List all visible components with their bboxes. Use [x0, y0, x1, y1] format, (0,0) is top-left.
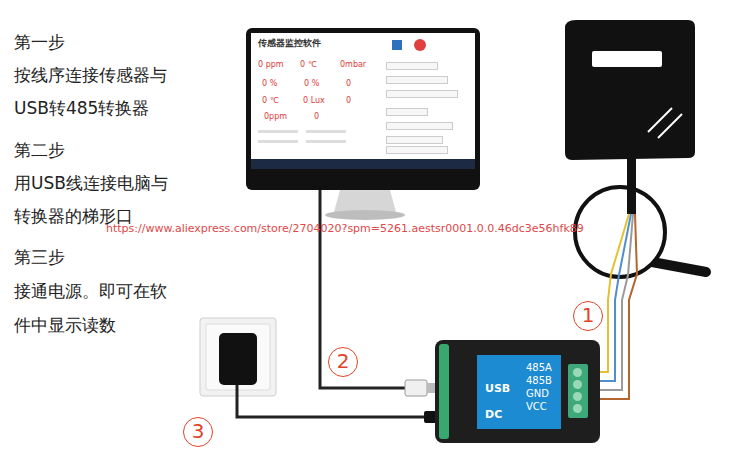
step-heading: 第二步	[14, 134, 186, 167]
power-adapter	[219, 333, 257, 385]
screw-terminal	[573, 368, 582, 377]
option-row	[306, 130, 346, 133]
step-text: 按线序连接传感器与 USB转485转换器	[14, 59, 186, 125]
app-button	[392, 40, 402, 50]
socket-plate	[206, 324, 270, 390]
form-field	[386, 62, 438, 70]
sensor-reading: 0 ℃	[262, 96, 279, 106]
option-row	[258, 130, 298, 133]
pin-label: 485A	[526, 362, 552, 374]
step-heading: 第三步	[14, 241, 186, 274]
sensor-reading: 0ppm	[264, 112, 287, 122]
screw-terminal	[573, 392, 582, 401]
sensor-reading: 0 Lux	[303, 96, 325, 106]
monitor-neck	[334, 190, 396, 212]
pin-label: VCC	[526, 401, 547, 413]
form-field	[386, 136, 443, 144]
form-field	[386, 108, 428, 116]
callout-number: 3	[183, 417, 213, 447]
step-heading: 第一步	[14, 26, 186, 59]
usb-cable	[320, 190, 435, 388]
form-field	[386, 90, 458, 98]
taskbar	[251, 159, 475, 169]
sensor-reading: 0	[346, 96, 351, 106]
sensor-reading: 0	[346, 79, 351, 89]
sensor-reading: 0	[314, 112, 319, 122]
sensor-body	[565, 20, 695, 160]
board-edge	[439, 344, 449, 439]
pin-label: GND	[526, 388, 549, 400]
sensor-slot	[592, 51, 662, 67]
sensor-cable	[627, 158, 636, 188]
option-row	[306, 140, 346, 143]
screw-terminal	[573, 404, 582, 413]
sensor-reading: 0 ℃	[300, 60, 317, 70]
close-button	[414, 39, 426, 51]
monitor-base	[325, 210, 405, 220]
sensor-reading: 0 %	[262, 79, 277, 89]
magnifier-lens	[575, 187, 665, 277]
magnifier-handle	[652, 262, 706, 272]
power-cable	[237, 385, 428, 417]
callout-number: 1	[573, 301, 603, 331]
form-field	[386, 76, 448, 84]
sensor-reading: 0 ppm	[258, 60, 284, 70]
form-field	[386, 122, 453, 130]
sensor-reading: 0 %	[304, 79, 319, 89]
monitor: 传感器监控软件 0 ppm 0 ℃ 0mbar 0 % 0 % 0 0 ℃ 0 Lux 0 0ppm…	[246, 28, 480, 190]
wall-socket	[200, 318, 276, 396]
option-row	[258, 140, 298, 143]
usb-485-converter: USB DC 485A485BGNDVCC	[435, 340, 600, 443]
watermark: https://www.aliexpress.com/store/2704020…	[106, 222, 584, 236]
sensor-reading: 0mbar	[340, 60, 366, 70]
software-title: 传感器监控软件	[258, 38, 321, 49]
screw-terminal	[573, 380, 582, 389]
port-label: USB	[485, 382, 510, 395]
pin-label: 485B	[526, 375, 552, 387]
step-text: 接通电源。即可在软 件中显示读数	[14, 274, 186, 342]
sensor-cable	[627, 188, 636, 214]
sensor-mark	[658, 114, 682, 138]
callout-number: 2	[328, 347, 358, 377]
usb-plug	[405, 380, 427, 396]
port-label: DC	[485, 408, 502, 421]
form-field	[386, 146, 448, 154]
